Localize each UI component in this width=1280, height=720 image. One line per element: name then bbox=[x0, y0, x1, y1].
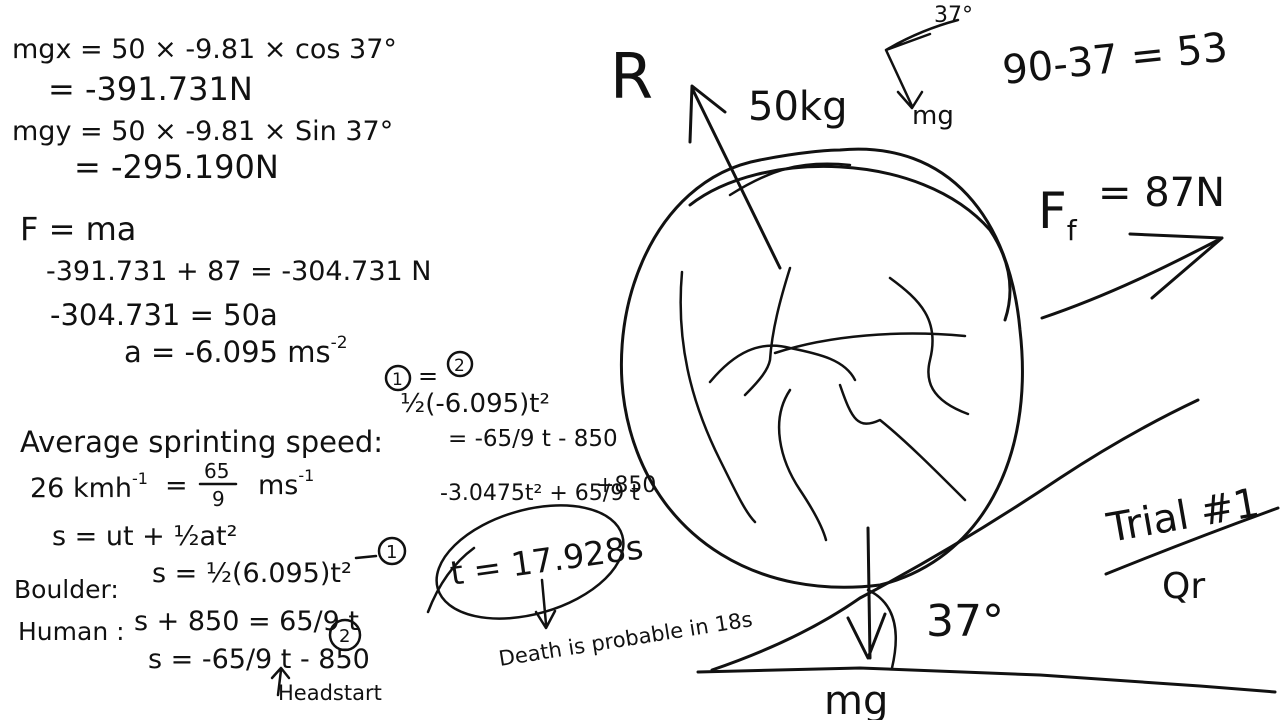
middle-work: 1 = 2 ½(-6.095)t² = -65/9 t - 850 -3.047… bbox=[384, 350, 754, 671]
net-force-equation: -391.731 + 87 = -304.731 N bbox=[46, 256, 432, 287]
boulder bbox=[619, 147, 1024, 589]
mgy-line-1: mgy = 50 × -9.81 × Sin 37° bbox=[12, 116, 393, 147]
acceleration-exponent: -2 bbox=[331, 333, 348, 353]
left-work: mgx = 50 × -9.81 × cos 37° = -391.731N m… bbox=[12, 34, 432, 705]
slope-angle-label: 37° bbox=[926, 596, 1004, 647]
mgx-line-2: = -391.731N bbox=[48, 70, 253, 108]
sprint-speed-kmh-exp: -1 bbox=[132, 469, 148, 488]
weight-label: mg bbox=[824, 678, 888, 720]
sprint-speed: 26 kmh-1 = 65 9 ms-1 bbox=[30, 459, 314, 511]
friction-value: = 87N bbox=[1098, 170, 1225, 216]
boulder-crack-2 bbox=[679, 270, 757, 524]
solve-step-3a: -3.0475t² + 65/9 t bbox=[440, 481, 640, 506]
newton-second-law: F = ma bbox=[20, 210, 136, 248]
equate-circle-2 bbox=[446, 350, 474, 378]
resolution-mg-label: mg bbox=[912, 101, 954, 131]
eq1-dash bbox=[354, 554, 378, 560]
boulder-crack-7 bbox=[777, 388, 828, 542]
eq2-marker: 2 bbox=[339, 626, 350, 647]
sprint-speed-equals: = bbox=[165, 470, 188, 501]
angle-arc bbox=[866, 588, 897, 670]
force-diagram: 37° R 50kg mg Ff = 87N 37° mg 90-37 = bbox=[610, 3, 1277, 720]
sprint-fraction-numerator: 65 bbox=[204, 459, 229, 483]
ground-line bbox=[696, 666, 1277, 694]
answer-text: t = 17.928s bbox=[448, 527, 646, 593]
resolution-angle: 37° bbox=[934, 3, 973, 28]
sprint-speed-kmh: 26 kmh bbox=[30, 473, 132, 504]
reaction-force-arrow bbox=[688, 84, 782, 270]
solve-step-3b: +850 bbox=[596, 473, 656, 498]
trial-underline bbox=[1104, 506, 1280, 576]
boulder-crack-6 bbox=[888, 276, 970, 416]
boulder-crack-8 bbox=[838, 383, 967, 502]
resolution-sketch bbox=[884, 18, 960, 110]
friction-symbol: F bbox=[1038, 182, 1067, 240]
headstart-label: Headstart bbox=[278, 681, 382, 705]
eq1-circle bbox=[377, 536, 407, 566]
solve-step-1: ½(-6.095)t² bbox=[400, 389, 550, 419]
sprint-heading: Average sprinting speed: bbox=[20, 425, 383, 459]
boulder-equation: s = ½(6.095)t² bbox=[152, 558, 352, 589]
sprint-speed-unit: ms bbox=[258, 470, 298, 501]
eq1-marker: 1 bbox=[386, 542, 397, 563]
reaction-force-label: R bbox=[610, 40, 653, 113]
eq2-line: s = -65/9 t - 850 bbox=[148, 644, 370, 675]
friction-force-arrow bbox=[1040, 232, 1224, 320]
angle-calculation: 90-37 = 53 bbox=[1000, 25, 1230, 94]
boulder-label: Boulder: bbox=[14, 575, 119, 604]
boulder-crack-5 bbox=[773, 332, 967, 355]
equate-circle-1 bbox=[384, 364, 412, 392]
friction-subscript: f bbox=[1067, 214, 1078, 247]
force-equals-mass-accel: -304.731 = 50a bbox=[50, 298, 278, 332]
mgx-line-1: mgx = 50 × -9.81 × cos 37° bbox=[12, 34, 397, 65]
suvat-equation: s = ut + ½at² bbox=[52, 521, 237, 552]
human-label: Human : bbox=[18, 617, 125, 646]
eq2-circle bbox=[328, 618, 362, 652]
boulder-crack-1 bbox=[728, 162, 852, 197]
trial-initials: Qr bbox=[1162, 566, 1205, 607]
sprint-fraction-denominator: 9 bbox=[212, 487, 225, 511]
weight-arrow bbox=[846, 526, 887, 660]
mgy-line-2: = -295.190N bbox=[74, 148, 279, 186]
conclusion-arrow bbox=[534, 578, 557, 630]
trial-note: Trial #1 Qr bbox=[1103, 480, 1280, 607]
boulder-outline-2 bbox=[688, 165, 1012, 322]
acceleration-value: a = -6.095 ms bbox=[124, 335, 331, 369]
headstart-arrow bbox=[270, 666, 291, 697]
equate-marker-1: 1 bbox=[392, 370, 403, 390]
human-equation: s + 850 = 65/9 t bbox=[134, 606, 359, 637]
mass-label: 50kg bbox=[748, 84, 847, 130]
svg-text:ms-1: ms-1 bbox=[258, 466, 314, 501]
trial-label: Trial #1 bbox=[1103, 480, 1263, 552]
equate-sign: = bbox=[418, 362, 438, 390]
svg-text:26 kmh-1: 26 kmh-1 bbox=[30, 469, 148, 504]
boulder-crack-4 bbox=[743, 266, 792, 397]
sprint-speed-unit-exp: -1 bbox=[298, 466, 314, 485]
acceleration-result: a = -6.095 ms-2 bbox=[124, 333, 348, 369]
solve-step-2: = -65/9 t - 850 bbox=[448, 426, 618, 452]
equate-marker-2: 2 bbox=[454, 356, 465, 376]
boulder-outline bbox=[619, 147, 1024, 589]
friction-force-label: Ff bbox=[1038, 182, 1078, 247]
answer-tail bbox=[426, 546, 476, 614]
conclusion-text: Death is probable in 18s bbox=[497, 607, 754, 671]
